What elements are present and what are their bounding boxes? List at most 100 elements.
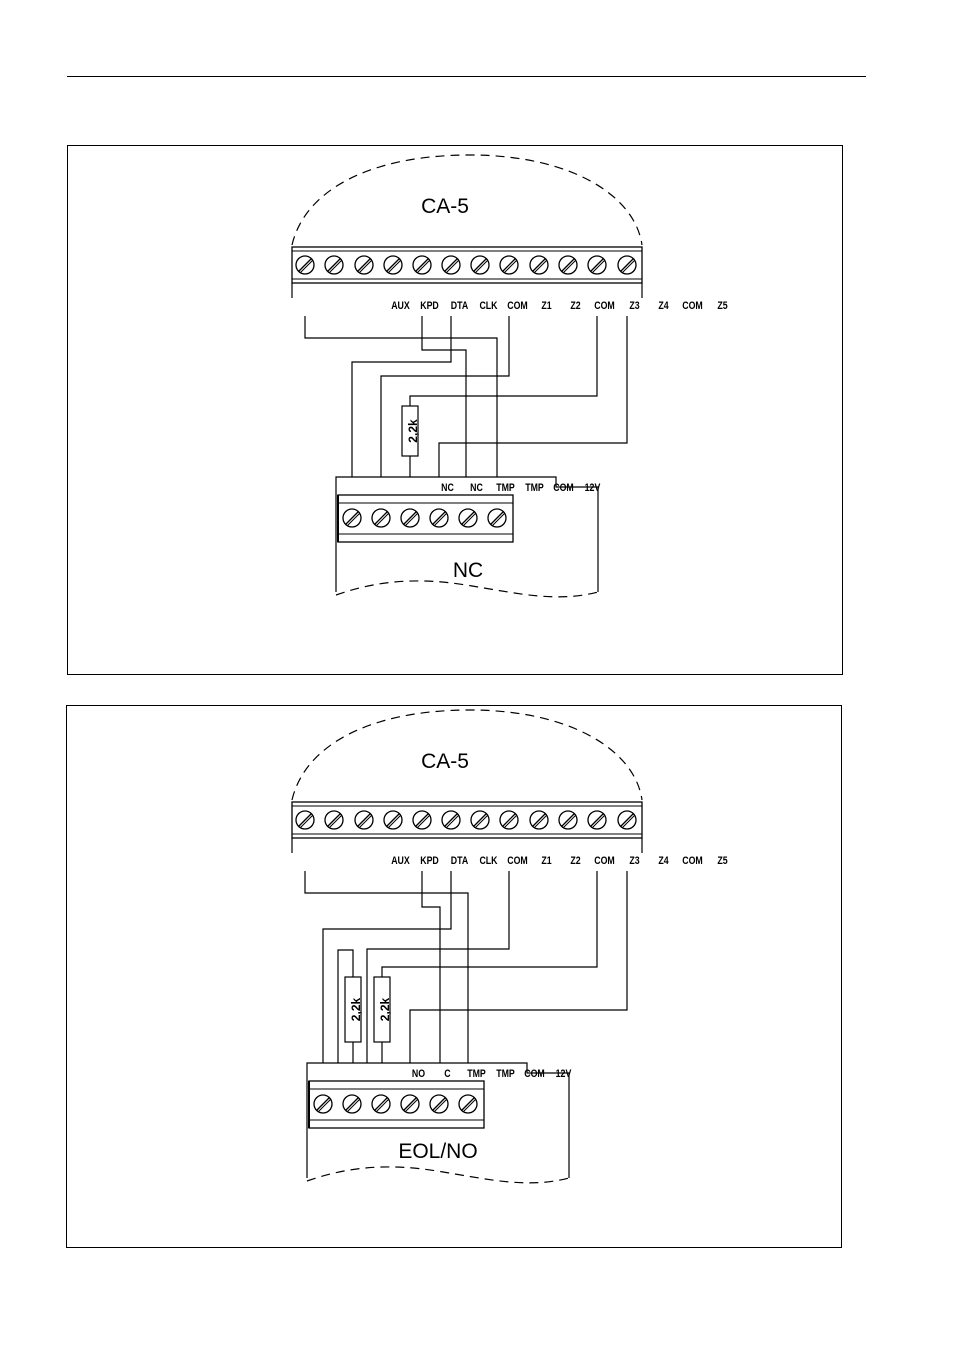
top-rule — [67, 76, 866, 77]
panel-terminal-label: Z1 — [541, 300, 552, 312]
detector-bottom-edge — [335, 580, 599, 598]
screw-terminal-icon — [354, 255, 374, 275]
screw-terminal-icon — [441, 255, 461, 275]
resistor-2-2k: 2,2k — [401, 405, 420, 457]
screw-terminal-icon — [371, 1094, 391, 1114]
panel-terminal-label: Z2 — [570, 300, 581, 312]
screw-terminal-icon — [429, 1094, 449, 1114]
detector-terminal-label: COM — [553, 482, 574, 494]
screw-terminal-icon — [354, 810, 374, 830]
detector-terminal-label: C — [444, 1068, 450, 1080]
detector-title: EOL/NO — [398, 1140, 477, 1163]
detector-outline — [306, 1062, 570, 1178]
screw-terminal-icon — [617, 255, 637, 275]
detector-terminal-label: 12V — [585, 482, 601, 494]
panel-terminal-strip — [291, 801, 643, 839]
detector-outline — [335, 476, 599, 592]
resistor-label: 2,2k — [378, 997, 392, 1021]
screw-terminal-icon — [400, 1094, 420, 1114]
diagram-panel-nc — [67, 145, 843, 675]
wiring-nc — [304, 316, 628, 477]
panel-terminal-label: AUX — [391, 300, 410, 312]
panel-terminal-label: DTA — [451, 855, 468, 867]
wire-com-tmp — [381, 871, 598, 977]
screw-terminal-icon — [470, 810, 490, 830]
detector-eol-no: NO C TMP TMP COM 12V — [306, 1062, 572, 1184]
screw-terminal-icon — [371, 508, 391, 528]
resistor-body — [344, 976, 362, 1043]
detector-terminal-label: TMP — [496, 1068, 515, 1080]
resistor-body — [401, 405, 419, 457]
panel-terminal-label: Z3 — [629, 855, 640, 867]
panel-terminal-label: Z1 — [541, 855, 552, 867]
detector-terminal-label: 12V — [556, 1068, 572, 1080]
screw-terminal-icon — [383, 255, 403, 275]
panel-title: CA-5 — [421, 750, 469, 773]
screw-terminal-icon — [295, 255, 315, 275]
detector-terminal-label: NO — [412, 1068, 425, 1080]
wire-aux-12v — [304, 871, 469, 1063]
screw-terminal-icon — [558, 810, 578, 830]
screw-terminal-icon — [429, 508, 449, 528]
resistor-2-2k: 2,2k — [373, 976, 392, 1043]
panel-terminal-label: Z5 — [717, 300, 728, 312]
screw-terminal-icon — [412, 810, 432, 830]
screw-terminal-icon — [342, 508, 362, 528]
panel-title: CA-5 — [421, 195, 469, 218]
panel-terminal-label: COM — [507, 855, 528, 867]
detector-terminal-label: TMP — [496, 482, 515, 494]
screw-terminal-icon — [487, 508, 507, 528]
screw-terminal-icon — [324, 810, 344, 830]
wiring-eol-no — [304, 871, 628, 1063]
panel-terminal-label: COM — [594, 855, 615, 867]
panel-terminal-label: AUX — [391, 855, 410, 867]
screw-terminal-icon — [400, 508, 420, 528]
wire-com-tmp — [409, 316, 598, 406]
panel-terminal-label: CLK — [479, 855, 498, 867]
screw-terminal-icon — [470, 255, 490, 275]
panel-terminal-label: COM — [682, 855, 703, 867]
panel-terminal-label: KPD — [420, 855, 439, 867]
panel-terminal-strip — [291, 246, 643, 284]
panel-terminal-label: COM — [507, 300, 528, 312]
panel-dome-outline — [291, 709, 643, 801]
panel-dome-outline — [291, 154, 643, 246]
wire-z1-no — [322, 871, 452, 1063]
panel-terminal-label: DTA — [451, 300, 468, 312]
detector-terminal-label: TMP — [467, 1068, 486, 1080]
panel-terminal-label: Z4 — [658, 855, 669, 867]
panel-terminal-label: CLK — [479, 300, 498, 312]
screw-terminal-icon — [458, 1094, 478, 1114]
wire-com-c — [366, 871, 510, 1063]
screw-terminal-icon — [558, 255, 578, 275]
screw-terminal-icon — [412, 255, 432, 275]
wire-aux-12v — [304, 316, 498, 477]
detector-terminal-label: TMP — [525, 482, 544, 494]
panel-label-bar — [291, 283, 643, 298]
panel-terminal-label: Z2 — [570, 855, 581, 867]
diagram-panel-eol-no — [66, 705, 842, 1248]
wire-z1-nc — [351, 316, 452, 477]
panel-label-bar — [291, 838, 643, 853]
screw-terminal-icon — [499, 810, 519, 830]
panel-terminal-label: Z3 — [629, 300, 640, 312]
panel-terminal-label: Z5 — [717, 855, 728, 867]
screw-terminal-icon — [587, 810, 607, 830]
wire-com-com — [421, 316, 467, 477]
screw-terminal-icon — [617, 810, 637, 830]
wire-z5-tmp — [409, 871, 628, 1063]
detector-terminal-strip — [337, 494, 514, 543]
detector-terminal-label: NC — [441, 482, 454, 494]
screw-terminal-icon — [587, 255, 607, 275]
panel-terminal-label: Z4 — [658, 300, 669, 312]
detector-bottom-edge — [306, 1166, 570, 1184]
screw-terminal-icon — [458, 508, 478, 528]
panel-terminal-label: COM — [594, 300, 615, 312]
resistor-label: 2,2k — [349, 997, 363, 1021]
wire-z5-tmp — [438, 316, 628, 477]
detector-terminal-label: COM — [524, 1068, 545, 1080]
